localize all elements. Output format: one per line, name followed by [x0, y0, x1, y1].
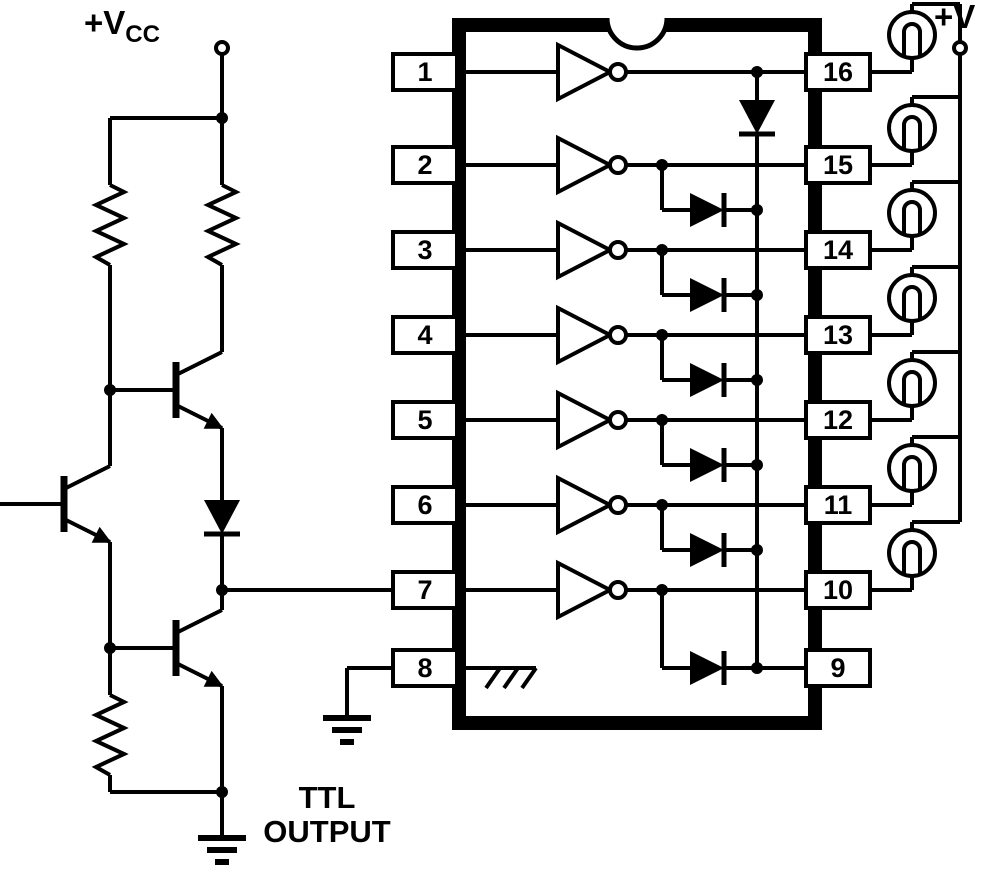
vcc-terminal	[214, 40, 230, 56]
pulldown-resistor	[94, 693, 126, 777]
ttl-junction-dots	[104, 112, 228, 798]
ic-junction-dots	[656, 66, 763, 674]
ground-symbol-output	[198, 838, 246, 862]
totem-pole-diode	[204, 500, 240, 534]
led-array: +V	[870, 0, 975, 592]
driver-ic: 1 2 3 4 5 6 7 8 16 15 14 13 12 11 10 9	[323, 0, 872, 742]
pin-label-9: 9	[830, 653, 845, 683]
lamp-7	[887, 520, 937, 592]
pin-label-16: 16	[823, 57, 853, 87]
lamp-1	[887, 2, 937, 74]
pin-label-1: 1	[417, 57, 432, 87]
lamp-2	[887, 95, 937, 167]
pin-label-15: 15	[823, 150, 853, 180]
lamp-wires	[870, 2, 962, 592]
pin-label-4: 4	[417, 320, 432, 350]
pin-label-14: 14	[823, 235, 853, 265]
ic-notch	[604, 0, 670, 51]
vplus-label: +V	[934, 0, 975, 35]
pin-label-7: 7	[417, 575, 432, 605]
lamp-6	[887, 435, 937, 507]
inverter-input-wires	[457, 70, 558, 592]
ttl-output-label-line1: TTL	[299, 780, 356, 815]
lamp-3	[887, 180, 937, 252]
chassis-ground-symbol	[457, 666, 538, 690]
pin8-ground-wire	[345, 666, 393, 718]
ttl-output-label-line2: OUTPUT	[263, 814, 391, 849]
pin-label-12: 12	[823, 405, 853, 435]
ground-symbol-pin8	[323, 718, 371, 742]
pullup-resistor-right	[206, 183, 238, 267]
lamp-4	[887, 265, 937, 337]
pin-label-2: 2	[417, 150, 432, 180]
ic-body	[452, 18, 822, 730]
pin-label-3: 3	[417, 235, 432, 265]
pin-label-10: 10	[823, 575, 853, 605]
vcc-label: +VCC	[84, 4, 160, 48]
transistor-phase-splitter	[64, 466, 110, 542]
pin-label-13: 13	[823, 320, 853, 350]
pin-label-11: 11	[824, 490, 853, 520]
lamp-5	[887, 350, 937, 422]
transistor-bottom	[176, 610, 222, 686]
pullup-resistor-left	[94, 183, 126, 267]
ttl-output-stage: +VCC TTL OUTPUT	[0, 4, 393, 862]
pin-label-5: 5	[417, 405, 432, 435]
vplus-terminal	[952, 40, 968, 56]
transistor-top	[176, 352, 222, 428]
pin-label-6: 6	[417, 490, 432, 520]
pin-label-8: 8	[417, 653, 432, 683]
